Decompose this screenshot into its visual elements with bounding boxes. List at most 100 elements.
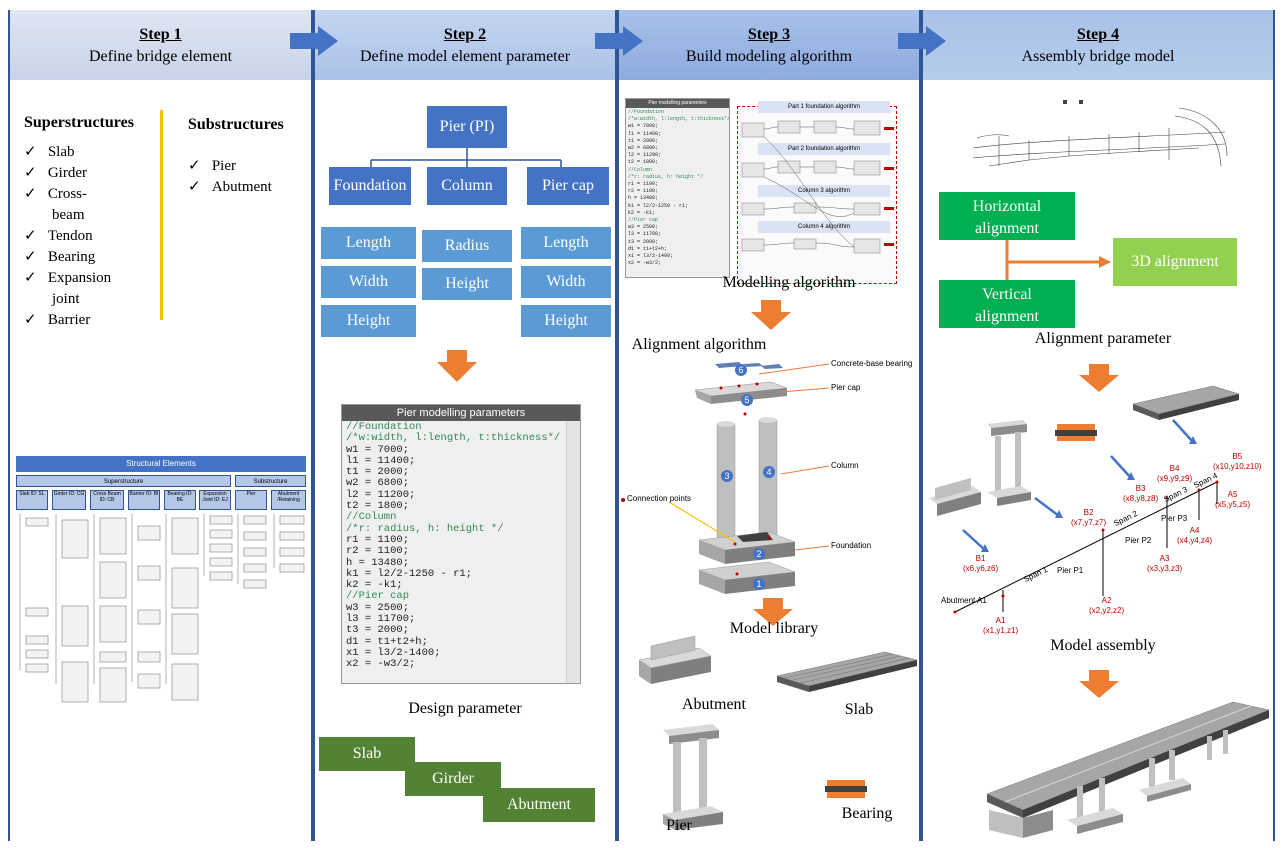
step3-panel: Step 3 Build modeling algorithm Pier mod… — [617, 10, 921, 841]
bearing-model — [825, 780, 867, 798]
label-column: Column — [831, 461, 859, 470]
label-connection-points: Connection points — [627, 494, 692, 503]
tree-col-crossbeam: Cross Beam ID: CB — [90, 490, 124, 510]
foundation-length: Length — [321, 227, 416, 259]
model-library-caption: Model library — [729, 620, 819, 637]
point-B2: B2(x7,y7,z7) — [1071, 508, 1107, 527]
code-line: l3 = 11700; — [628, 231, 662, 238]
lib-pier: Pier — [666, 817, 692, 834]
code-line: //Pier cap — [628, 217, 659, 224]
code-line: h = 13480; — [346, 556, 410, 569]
stair-slab: Slab — [319, 737, 415, 771]
tree-sub-header: Substructure — [235, 475, 306, 487]
pier-p2: Pier P2 — [1125, 536, 1152, 545]
label-foundation: Foundation — [831, 541, 872, 550]
code-line: w1 = 7000; — [346, 443, 410, 456]
tree-title: Structural Elements — [16, 456, 306, 472]
abutment-a1: Abutment A1 — [941, 596, 987, 605]
code-editor-title: Pier modelling parameters — [342, 405, 580, 421]
code-line: l1 = 11400; — [346, 454, 416, 467]
code-line: x1 = l3/2-1400; — [346, 646, 441, 659]
mini-code-lines: //Foundation/*w:width, l:length, t:thick… — [626, 108, 729, 268]
code-line: d1 = t1+t2+h; — [346, 635, 428, 648]
code-line: w2 = 6800; — [628, 145, 659, 152]
tree-super-header: Superstructure — [16, 475, 231, 487]
code-line: w3 = 2500; — [628, 224, 659, 231]
header-arrow-2 — [595, 26, 643, 56]
code-lines: //Foundation/*w:width, l:length, t:thick… — [342, 421, 580, 672]
step2-header: Step 2 Define model element parameter — [315, 10, 615, 80]
step1-header: Step 1 Define bridge element — [10, 10, 311, 80]
superstructures-title: Superstructures — [24, 114, 134, 131]
code-line: /*w:width, l:length, t:thickness*/ — [628, 116, 730, 123]
code-line: t3 = 2000; — [346, 624, 410, 637]
code-line: l2 = 11200; — [628, 152, 662, 159]
node-graph-wires — [741, 120, 894, 254]
code-line: w2 = 6800; — [346, 477, 410, 490]
step1-subtitle: Define bridge element — [88, 48, 233, 65]
code-line: /*r: radius, h: height */ — [346, 522, 504, 535]
step3-title: Step 3 — [747, 26, 791, 43]
tree-leaf-boxes — [19, 514, 305, 703]
algorithm-graph: Part 1 foundation algorithm Part 2 found… — [737, 101, 897, 284]
foundation-box: Foundation — [329, 167, 411, 205]
badge-4: 4 — [766, 467, 772, 477]
pier-model — [663, 724, 723, 830]
mini-code-title: Pier modelling parameters — [626, 99, 729, 108]
step1-panel: Step 1 Define bridge element Superstruct… — [8, 10, 313, 841]
tree-col-abutment: Abutment /Retaining — [271, 490, 306, 510]
vertical-alignment-box: Vertical alignment — [939, 280, 1075, 328]
lib-slab: Slab — [844, 701, 874, 718]
badge-2: 2 — [756, 549, 762, 559]
slab-model — [776, 651, 918, 692]
point-A3: A3(x3,y3,z3) — [1147, 554, 1183, 573]
point-A1: A1(x1,y1,z1) — [983, 616, 1019, 635]
badge-3: 3 — [724, 471, 730, 481]
piercap-length: Length — [521, 227, 611, 259]
down-arrow-icon — [1079, 364, 1119, 392]
badge-5: 5 — [744, 395, 750, 405]
mini-code-panel: Pier modelling parameters //Foundation/*… — [625, 98, 730, 278]
assembled-bridge-model — [986, 701, 1270, 838]
lib-bearing: Bearing — [841, 805, 893, 822]
algo-col3: Column 3 algorithm — [758, 185, 890, 197]
piercap-height: Height — [521, 305, 611, 337]
super-item-barrier: ✓ Barrier — [24, 312, 91, 328]
code-line: t2 = 1800; — [628, 159, 659, 166]
code-line: r1 = 1100; — [628, 181, 659, 188]
point-B3: B3(x8,y8,z8) — [1123, 484, 1159, 503]
code-line: //Foundation — [346, 421, 422, 433]
code-line: t1 = 2000; — [346, 466, 410, 479]
tree-col-expansion: Expansion Joint ID: EJ — [199, 490, 231, 510]
point-A5: A5(x5,y5,z5) — [1215, 490, 1251, 509]
code-line: //Column — [628, 166, 653, 173]
code-line: h = 13480; — [628, 195, 659, 202]
point-B1: B1(x6,y6,z6) — [963, 554, 999, 573]
piercap-box: Pier cap — [527, 167, 609, 205]
tree-col-girder: Girder ID: CG — [52, 490, 86, 510]
divider-line — [160, 110, 163, 320]
down-arrow-icon — [753, 598, 793, 626]
algo-part1: Part 1 foundation algorithm — [758, 101, 890, 113]
super-item-girder: ✓ Girder — [24, 165, 87, 181]
stair-abutment: Abutment — [483, 788, 595, 822]
code-line: l3 = 11700; — [346, 613, 416, 626]
superstructures-list: Superstructures ✓ Slab ✓ Girder ✓ Cross-… — [24, 114, 159, 331]
label-piercap: Pier cap — [831, 383, 861, 392]
tree-col-barrier: Barrier ID: BI — [128, 490, 160, 510]
pier-root-box: Pier (PI) — [427, 106, 507, 148]
code-line: x2 = -w3/2; — [628, 260, 662, 267]
code-scrollbar[interactable] — [566, 421, 580, 683]
structural-elements-tree: Structural Elements Superstructure Subst… — [16, 456, 306, 706]
foundation-height: Height — [321, 305, 416, 337]
header-arrow-3 — [898, 26, 946, 56]
step4-header: Step 4 Assembly bridge model — [923, 10, 1273, 80]
super-item-tendon: ✓ Tendon — [24, 228, 93, 244]
alignment-algorithm-caption: Alignment algorithm — [631, 336, 767, 353]
design-parameter-caption: Design parameter — [408, 700, 522, 717]
code-line: l1 = 11400; — [628, 130, 662, 137]
badge-6: 6 — [738, 365, 744, 375]
pier-p3: Pier P3 — [1161, 514, 1188, 523]
point-B4: B4(x9,y9,z9) — [1157, 464, 1193, 483]
step2-title: Step 2 — [443, 26, 487, 43]
